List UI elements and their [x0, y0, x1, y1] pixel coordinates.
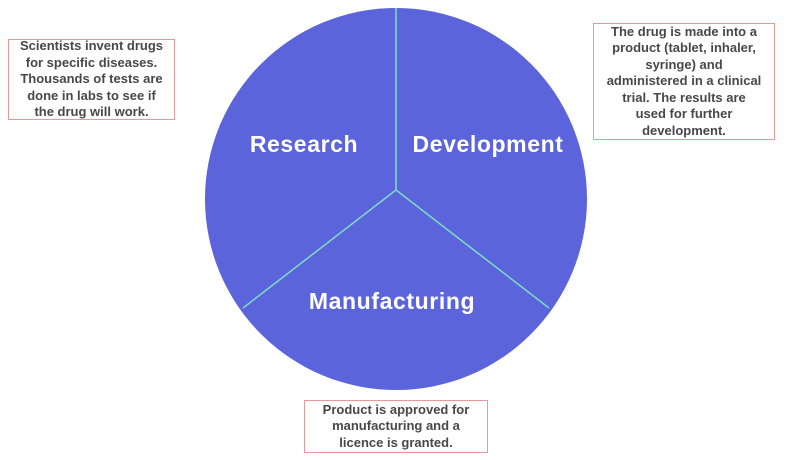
segment-label-manufacturing: Manufacturing — [309, 288, 475, 314]
segment-divider-lower-right — [395, 189, 550, 309]
note-box-research: Scientists invent drugs for specific dis… — [8, 38, 175, 120]
note-box-manufacturing: Product is approved for manufacturing an… — [304, 400, 488, 453]
note-text-development: The drug is made into a product (tablet,… — [606, 24, 762, 138]
segment-label-development: Development — [412, 131, 563, 157]
note-box-development: The drug is made into a product (tablet,… — [593, 23, 775, 140]
segment-divider-lower-left — [242, 189, 397, 309]
segment-label-research: Research — [250, 131, 358, 157]
pie-circle — [205, 8, 587, 390]
note-text-manufacturing: Product is approved for manufacturing an… — [322, 401, 470, 450]
note-text-research: Scientists invent drugs for specific dis… — [19, 38, 164, 120]
